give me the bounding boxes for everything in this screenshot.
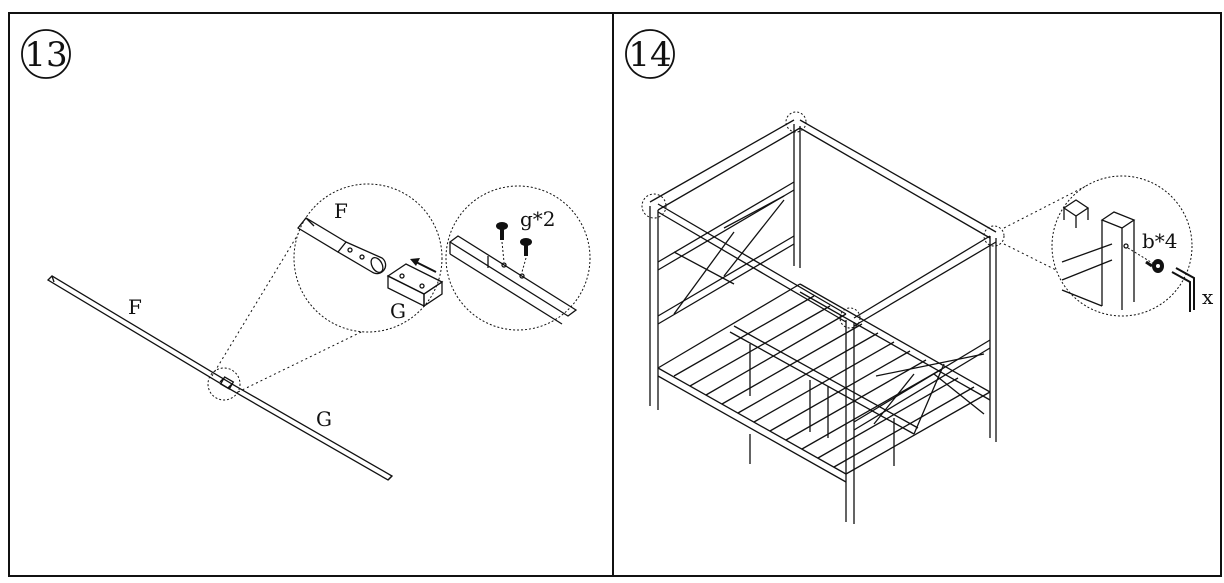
detail-circle-bolts: b*4 — [1051, 175, 1195, 317]
step-14-diagram: 14 — [625, 29, 1214, 524]
step-13-diagram: 13 F G — [21, 29, 591, 481]
step-13-panel: 13 F G — [8, 12, 614, 577]
detail-circle-screws: g*2 — [445, 185, 591, 331]
detail-circle-f-g: F G — [293, 183, 444, 333]
allen-key-icon — [1171, 267, 1195, 312]
bolt-icon — [1145, 259, 1164, 273]
canopy-bed-frame — [649, 119, 997, 524]
rail-g — [226, 383, 394, 481]
screw-callout: g*2 — [520, 207, 556, 231]
screw-icon — [496, 222, 532, 273]
part-g-label: G — [316, 407, 332, 431]
detail-projection-lines — [211, 207, 395, 393]
joint-highlight — [207, 367, 241, 401]
step-number-badge: 14 — [625, 29, 675, 79]
bolt-callout: b*4 — [1142, 229, 1178, 253]
step-14-panel: 14 — [612, 12, 1222, 577]
arrow-icon — [410, 258, 437, 273]
rail-assembly — [46, 275, 394, 481]
detail-projection-lines — [1003, 185, 1105, 295]
rail-f — [46, 275, 234, 389]
detail-f-label: F — [334, 199, 348, 223]
step-number: 14 — [628, 35, 671, 75]
part-f-label: F — [128, 295, 142, 319]
detail-g-label: G — [390, 299, 406, 323]
step-number-badge: 13 — [21, 29, 71, 79]
tool-label: x — [1202, 285, 1214, 309]
step-number: 13 — [24, 35, 67, 75]
corner-highlights — [641, 111, 1005, 329]
